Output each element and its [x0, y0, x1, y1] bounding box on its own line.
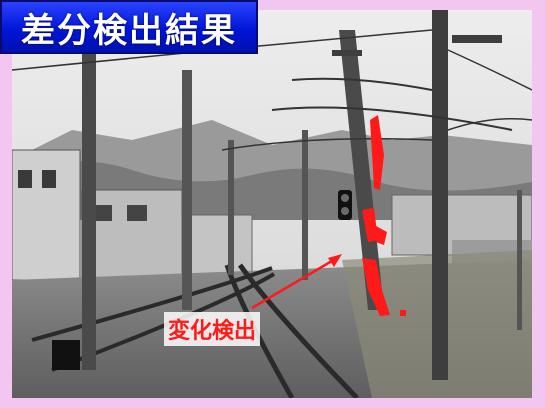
arrow-line: [251, 256, 338, 310]
change-highlight: [374, 225, 387, 245]
change-highlight: [362, 208, 378, 242]
window: [42, 170, 56, 188]
change-highlight: [362, 258, 390, 316]
change-highlight: [370, 115, 384, 190]
utility-pole-icon: [228, 140, 234, 275]
utility-pole-icon: [432, 10, 448, 380]
window: [127, 205, 147, 221]
railway-photo: [12, 10, 532, 398]
crossarm: [452, 35, 502, 43]
utility-pole-icon: [302, 130, 308, 280]
signal-lamp: [341, 207, 349, 215]
overhead-wire-icon: [447, 118, 532, 131]
overhead-wire-icon: [221, 138, 433, 151]
utility-pole-icon: [182, 70, 192, 310]
window: [92, 205, 112, 221]
overhead-wire-icon: [447, 49, 532, 91]
signal-box-icon: [52, 340, 80, 370]
overhead-wire-icon: [291, 77, 433, 91]
crossarm: [332, 50, 362, 56]
signal-lamp: [341, 194, 349, 202]
change-highlight: [400, 310, 406, 316]
window: [18, 170, 32, 188]
building-left: [12, 149, 81, 281]
change-detected-label: 変化検出: [164, 312, 261, 346]
utility-pole-icon: [517, 190, 522, 330]
title-text: 差分検出結果: [21, 10, 237, 51]
utility-pole-icon: [82, 50, 96, 370]
title-banner: 差分検出結果: [0, 0, 258, 54]
arrow-head-icon: [328, 254, 342, 267]
building-mid: [81, 189, 183, 286]
